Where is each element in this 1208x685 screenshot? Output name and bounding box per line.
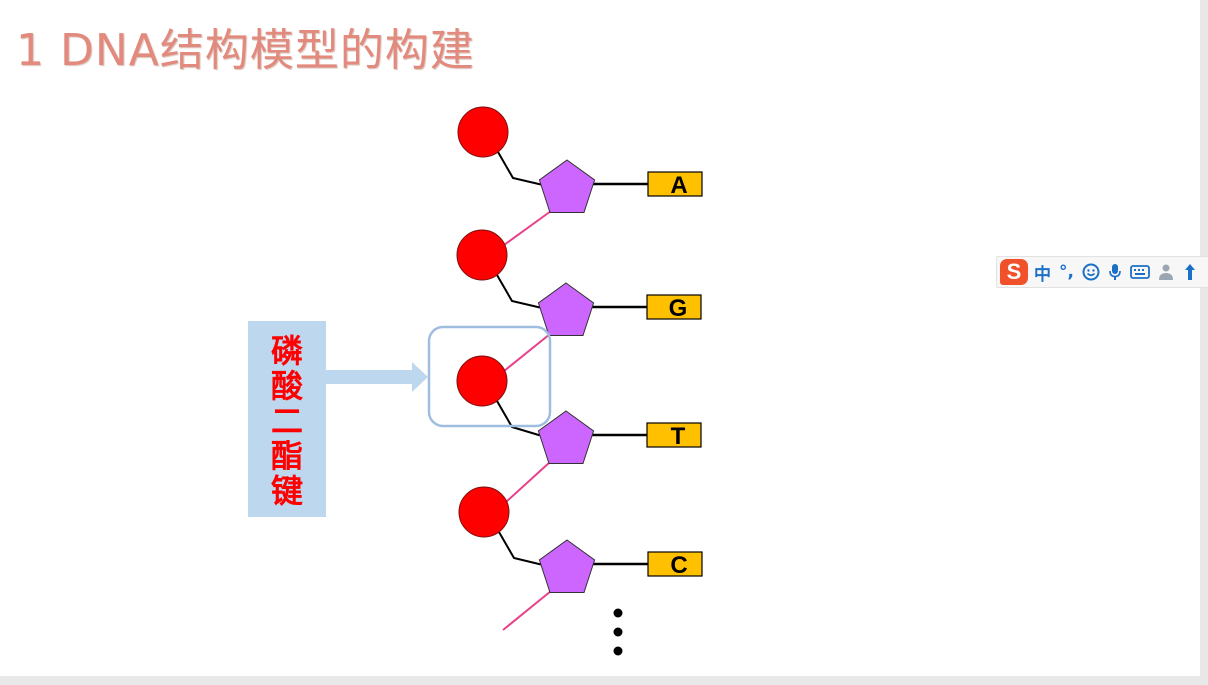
phosphate-3 bbox=[456, 355, 508, 407]
sogou-logo-icon[interactable]: S bbox=[1000, 259, 1028, 285]
bond-label-char-4: 酯 bbox=[271, 437, 303, 475]
deoxyribose-2 bbox=[537, 282, 595, 336]
user-icon[interactable] bbox=[1158, 263, 1176, 281]
emoji-icon[interactable] bbox=[1082, 263, 1100, 281]
base-label-g: G bbox=[669, 295, 688, 322]
deoxyribose-1 bbox=[538, 159, 596, 213]
punctuation-toggle[interactable]: °, bbox=[1059, 262, 1074, 282]
phosphate-sugar-link bbox=[498, 531, 544, 566]
bond-label-box bbox=[248, 321, 326, 517]
continuation-dot-2 bbox=[613, 627, 623, 637]
bond-highlight-box bbox=[427, 325, 552, 428]
phosphate-sugar-link bbox=[496, 274, 543, 309]
phosphodiester-bond bbox=[505, 461, 551, 503]
continuation-dot-3 bbox=[613, 646, 623, 656]
up-arrow-icon[interactable] bbox=[1184, 263, 1196, 281]
ime-toolbar[interactable]: S 中 °, bbox=[996, 256, 1208, 288]
base-label-t: T bbox=[671, 423, 686, 450]
phosphate-sugar-link bbox=[497, 151, 544, 186]
base-box-3 bbox=[646, 422, 702, 448]
base-box-1 bbox=[647, 171, 703, 197]
base-label-a: A bbox=[670, 172, 687, 199]
microphone-icon[interactable] bbox=[1108, 263, 1122, 281]
input-mode-toggle[interactable]: 中 bbox=[1034, 264, 1051, 285]
bond-label-char-2: 酸 bbox=[271, 367, 304, 405]
keyboard-icon[interactable] bbox=[1130, 265, 1150, 279]
continuation-dot-1 bbox=[613, 608, 623, 618]
bond-label-char-1: 磷 bbox=[271, 332, 303, 370]
base-box-2 bbox=[646, 294, 702, 320]
callout-arrow bbox=[326, 362, 428, 392]
phosphodiester-bond bbox=[503, 333, 551, 372]
phosphodiester-bond bbox=[503, 210, 552, 246]
bond-label-char-5: 键 bbox=[271, 472, 303, 510]
base-box-4 bbox=[647, 551, 703, 577]
deoxyribose-4 bbox=[538, 539, 596, 593]
phosphate-2 bbox=[456, 229, 508, 281]
bond-label-char-3: 二 bbox=[271, 402, 303, 440]
phosphate-4 bbox=[458, 486, 510, 538]
slide-title: 1 DNA结构模型的构建 bbox=[16, 25, 475, 76]
phosphodiester-bond bbox=[502, 590, 552, 631]
base-label-c: C bbox=[670, 552, 687, 579]
deoxyribose-3 bbox=[537, 410, 595, 464]
phosphate-sugar-link bbox=[496, 400, 543, 437]
phosphate-1 bbox=[457, 106, 509, 158]
